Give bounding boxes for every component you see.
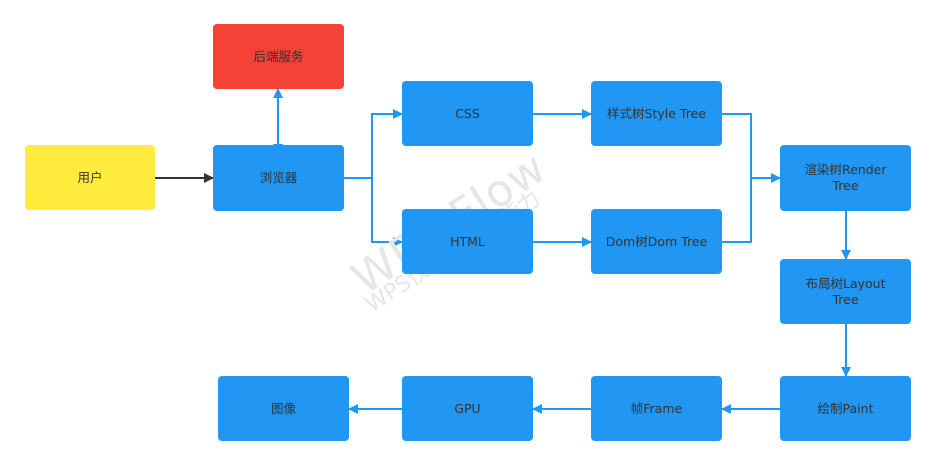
node-backend-label: 后端服务: [253, 48, 304, 64]
node-style-tree[interactable]: 样式树Style Tree: [591, 81, 722, 146]
node-gpu-label: GPU: [454, 400, 481, 416]
node-style-tree-label: 样式树Style Tree: [607, 105, 706, 121]
node-css[interactable]: CSS: [402, 81, 533, 146]
node-render-tree-label-line2: Tree: [832, 178, 859, 193]
edge-browser-html: [371, 178, 403, 247]
node-paint-label: 绘制Paint: [817, 400, 874, 416]
node-paint[interactable]: 绘制Paint: [780, 376, 911, 441]
node-backend[interactable]: 后端服务: [213, 24, 344, 89]
node-image-label: 图像: [270, 400, 296, 416]
node-user-label: 用户: [77, 169, 103, 185]
node-frame[interactable]: 帧Frame: [591, 376, 722, 441]
node-render-tree[interactable]: 渲染树Render Tree: [780, 145, 911, 211]
node-dom-tree-label: Dom树Dom Tree: [605, 233, 708, 249]
node-dom-tree[interactable]: Dom树Dom Tree: [591, 209, 722, 274]
node-browser-label: 浏览器: [259, 170, 298, 185]
node-user[interactable]: 用户: [25, 145, 155, 210]
edge-dom-tree-render-tree: [722, 178, 752, 243]
node-html[interactable]: HTML: [402, 209, 533, 274]
node-browser[interactable]: 浏览器: [213, 145, 344, 211]
node-image[interactable]: 图像: [218, 376, 349, 441]
node-gpu[interactable]: GPU: [402, 376, 533, 441]
node-html-label: HTML: [450, 233, 485, 249]
node-frame-label: 帧Frame: [630, 400, 683, 416]
node-layout-tree[interactable]: 布局树Layout Tree: [780, 259, 911, 324]
node-css-label: CSS: [455, 105, 480, 121]
node-layout-tree-label-line1: 布局树Layout: [805, 275, 886, 291]
edge-browser-css: [344, 109, 403, 179]
node-layout-tree-label-line2: Tree: [832, 291, 859, 307]
edge-style-tree-render-tree: [722, 113, 781, 183]
node-render-tree-label-line1: 渲染树Render: [804, 162, 887, 177]
